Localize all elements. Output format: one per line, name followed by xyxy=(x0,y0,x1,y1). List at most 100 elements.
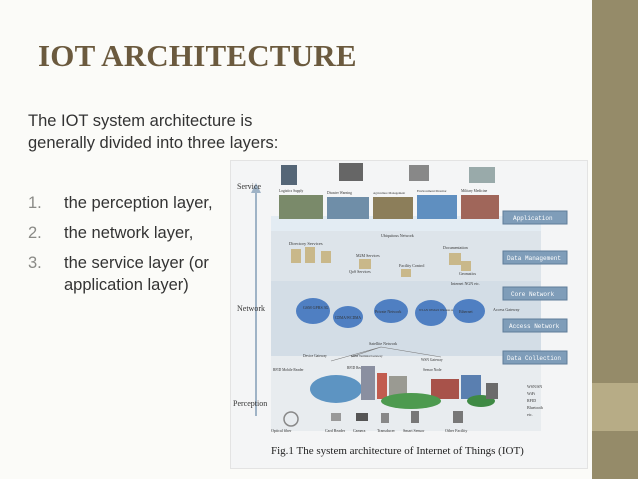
list-number: 2. xyxy=(28,224,42,242)
list-text: the service layer (or application layer) xyxy=(64,254,209,294)
smart-sensor-icon xyxy=(411,411,419,423)
sidebar-accent-block xyxy=(592,383,638,431)
list-text: the network layer, xyxy=(64,224,194,242)
list-number: 3. xyxy=(28,254,42,272)
layer-bar-data-collection xyxy=(502,350,568,365)
disaster-image xyxy=(327,197,369,219)
gateway-label: Sensor Node xyxy=(423,368,442,372)
monitor-image xyxy=(339,163,363,181)
other-facility-icon xyxy=(453,411,463,423)
network-label: Internet NGN etc. xyxy=(451,281,480,286)
gateway-label: RFID Reader xyxy=(347,366,367,370)
logistics-image xyxy=(279,195,323,219)
service-label: Geomatics xyxy=(459,271,477,276)
perception-label: Optical fiber xyxy=(271,428,292,433)
server-icon xyxy=(401,269,411,277)
cdma-cloud-icon xyxy=(333,306,363,328)
robot-image xyxy=(409,165,429,181)
architecture-figure: Service Network Perception Logistics Sup… xyxy=(230,160,588,469)
field-shape xyxy=(381,393,441,409)
building-icon xyxy=(377,373,387,399)
server-icon xyxy=(359,259,371,269)
wlan-cloud-icon xyxy=(415,300,447,326)
layer-bar-application xyxy=(502,210,568,225)
app-label: Logistics Supply xyxy=(279,189,303,193)
figure-caption: Fig.1 The system architecture of Interne… xyxy=(271,445,524,457)
service-label: Documentation xyxy=(443,245,468,250)
transducer-icon xyxy=(381,413,389,423)
network-label: GSM GPRS 3G xyxy=(303,305,329,310)
service-label: Ubiquitous Network xyxy=(381,233,414,238)
architecture-diagram: Service Network Perception Logistics Sup… xyxy=(233,163,568,433)
tech-item: etc. xyxy=(527,412,533,417)
network-label: Satellite Network xyxy=(369,341,397,346)
app-label: Environment Monitor xyxy=(417,189,448,193)
layer-bar-core-network xyxy=(502,286,568,301)
device-image xyxy=(486,383,498,399)
gsm-cloud-icon xyxy=(296,298,330,324)
list-text: the perception layer, xyxy=(64,194,213,212)
lake-shape xyxy=(310,375,362,403)
slide-title: IOT ARCHITECTURE xyxy=(38,38,357,73)
layer-bar-data-management xyxy=(502,250,568,265)
axis-label-service: Service xyxy=(237,182,261,191)
building-icon xyxy=(361,366,375,400)
network-label: Private Network xyxy=(375,309,401,314)
app-label: Agriculture Management xyxy=(373,191,405,195)
layer-bar-label: Data Management xyxy=(507,255,561,262)
card-reader-icon xyxy=(331,413,341,421)
service-label: QoS Services xyxy=(349,269,371,274)
service-label: M2M Services xyxy=(356,253,380,258)
layers-list: 1. the perception layer, 2. the network la… xyxy=(28,192,258,304)
device-image xyxy=(281,165,297,185)
server-icon xyxy=(291,249,301,263)
network-label: CDMA/WCDMA xyxy=(335,316,361,320)
environment-image xyxy=(417,195,457,219)
tech-item: Bluetooth xyxy=(527,405,543,410)
server-icon xyxy=(305,247,315,263)
app-label: Military Medicine xyxy=(461,189,488,193)
server-icon xyxy=(461,261,471,271)
house-icon xyxy=(431,379,459,399)
perception-label: Camera xyxy=(353,428,366,433)
axis-label-network: Network xyxy=(237,304,265,313)
gateway-label: WSN Gateway xyxy=(421,358,443,362)
tech-item: WiFi xyxy=(527,391,536,396)
camera-icon xyxy=(356,413,368,421)
fiber-icon xyxy=(283,411,299,427)
layer-bar-label: Data Collection xyxy=(507,355,561,362)
service-label: Directory Services xyxy=(289,241,323,246)
layer-bar-label: Core Network xyxy=(511,291,555,298)
tech-item: RFID xyxy=(527,398,536,403)
axis-label-perception: Perception xyxy=(233,399,267,408)
house-icon xyxy=(461,375,481,399)
gateway-label: M2M Terminal Gateway xyxy=(351,354,383,358)
service-label: Facility Control xyxy=(399,263,425,268)
server-icon xyxy=(449,253,461,265)
axis-arrow-icon xyxy=(251,183,261,193)
intro-text: The IOT system architecture is generally… xyxy=(28,112,279,152)
private-network-cloud-icon xyxy=(374,299,408,323)
perception-label: Card Reader xyxy=(325,428,346,433)
layer-bar-label: Access Network xyxy=(509,323,560,330)
tech-item: WSN/SN xyxy=(527,384,542,389)
layer-bar-access-network xyxy=(502,318,568,333)
perception-label: Other Facility xyxy=(445,428,467,433)
agriculture-image xyxy=(373,197,413,219)
ethernet-cloud-icon xyxy=(453,299,485,323)
network-label: Access Gateway xyxy=(493,307,520,312)
vehicle-image xyxy=(469,167,495,183)
layer-bar-label: Application xyxy=(513,215,553,222)
gateway-label: RFID Mobile Reader xyxy=(273,368,304,372)
gateway-label: Device Gateway xyxy=(303,354,327,358)
network-label: Ethernet xyxy=(459,309,473,314)
list-item: 1. the perception layer, xyxy=(28,192,258,214)
app-label: Disaster Warning xyxy=(327,191,352,195)
list-item: 3. the service layer (or application laye… xyxy=(28,252,258,296)
network-label: WLAN WiMAX Wireless Access xyxy=(419,308,460,312)
network-link xyxy=(330,346,442,362)
list-item: 2. the network layer, xyxy=(28,222,258,244)
list-number: 1. xyxy=(28,194,42,212)
military-image xyxy=(461,195,499,219)
